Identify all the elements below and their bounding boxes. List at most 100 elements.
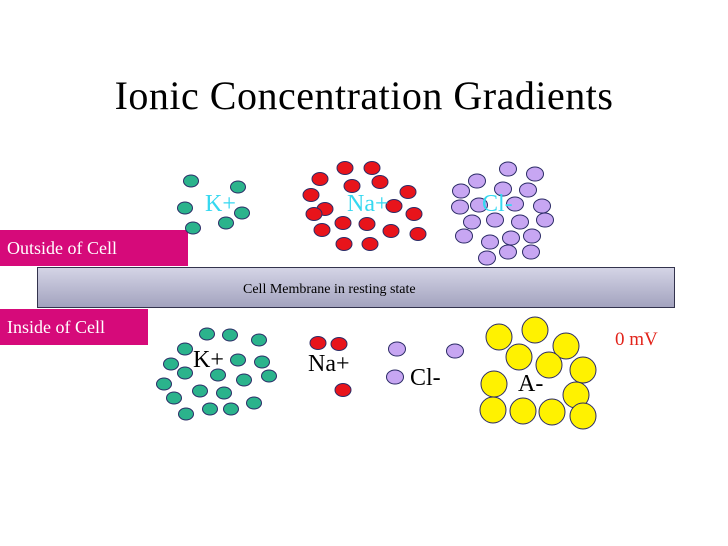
cl-ion — [511, 214, 529, 230]
na-ion — [305, 207, 323, 221]
a-ion — [505, 343, 533, 371]
inside-potassium-ions — [156, 327, 277, 421]
k-ion — [166, 391, 182, 405]
na-ion — [311, 172, 329, 186]
inside-chloride-ions — [386, 341, 464, 385]
k-ion — [230, 180, 246, 194]
cl-ion — [526, 166, 544, 182]
k-ion — [199, 327, 215, 341]
membrane-potential-label: 0 mV — [615, 329, 658, 350]
k-ion — [192, 384, 208, 398]
k-ion — [236, 373, 252, 387]
k-ion — [223, 402, 239, 416]
na-ion — [382, 224, 400, 238]
cl-ion — [506, 196, 524, 212]
a-ion — [535, 351, 563, 379]
cl-ion — [451, 199, 469, 215]
inside-anion-label: A- — [518, 371, 544, 397]
cl-ion — [519, 182, 537, 198]
na-ion — [399, 185, 417, 199]
cl-ion — [388, 341, 406, 357]
k-ion — [185, 221, 201, 235]
cell-membrane — [37, 267, 675, 308]
k-ion — [156, 377, 172, 391]
outside-sodium-ions — [302, 161, 427, 251]
na-ion — [313, 223, 331, 237]
cl-ion — [536, 212, 554, 228]
inside-sodium-label: Na+ — [308, 351, 350, 377]
na-ion — [363, 161, 381, 175]
cl-ion — [486, 212, 504, 228]
k-ion — [261, 369, 277, 383]
k-ion — [178, 407, 194, 421]
outside-of-cell-label: Outside of Cell — [0, 230, 188, 266]
k-ion — [234, 206, 250, 220]
cl-ion — [470, 197, 488, 213]
cl-ion — [499, 244, 517, 260]
cl-ion — [522, 244, 540, 260]
inside-chloride-label: Cl- — [410, 365, 441, 391]
a-ion — [538, 398, 566, 426]
na-ion — [371, 175, 389, 189]
k-ion — [216, 386, 232, 400]
cl-ion — [494, 181, 512, 197]
cl-ion — [499, 161, 517, 177]
cl-ion — [463, 214, 481, 230]
inside-of-cell-label: Inside of Cell — [0, 309, 148, 345]
cl-ion — [468, 173, 486, 189]
page-title: Ionic Concentration Gradients — [114, 73, 614, 118]
cl-ion — [481, 234, 499, 250]
k-ion — [183, 174, 199, 188]
outside-potassium-ions — [177, 174, 250, 235]
a-ion — [552, 332, 580, 360]
a-ion — [569, 356, 597, 384]
outside-potassium-label: K+ — [205, 191, 236, 217]
k-ion — [177, 201, 193, 215]
na-ion — [409, 227, 427, 241]
a-ion — [521, 316, 549, 344]
na-ion — [334, 216, 352, 230]
inside-sodium-ions — [309, 336, 352, 397]
inside-potassium-label: K+ — [193, 347, 224, 373]
k-ion — [177, 366, 193, 380]
na-ion — [405, 207, 423, 221]
na-ion — [358, 217, 376, 231]
na-ion — [335, 237, 353, 251]
na-ion — [330, 337, 348, 351]
a-ion — [569, 402, 597, 430]
na-ion — [309, 336, 327, 350]
outside-chloride-ions — [451, 161, 554, 266]
a-ion — [509, 397, 537, 425]
inside-anion-ions — [479, 316, 597, 430]
cl-ion — [478, 250, 496, 266]
k-ion — [202, 402, 218, 416]
na-ion — [343, 179, 361, 193]
k-ion — [246, 396, 262, 410]
na-ion — [336, 161, 354, 175]
k-ion — [163, 357, 179, 371]
k-ion — [222, 328, 238, 342]
k-ion — [218, 216, 234, 230]
cl-ion — [386, 369, 404, 385]
outside-chloride-label: Cl- — [482, 191, 513, 217]
cl-ion — [533, 198, 551, 214]
a-ion — [480, 370, 508, 398]
cl-ion — [452, 183, 470, 199]
k-ion — [251, 333, 267, 347]
cell-membrane-label: Cell Membrane in resting state — [243, 282, 416, 297]
k-ion — [210, 368, 226, 382]
k-ion — [230, 353, 246, 367]
na-ion — [385, 199, 403, 213]
cl-ion — [446, 343, 464, 359]
na-ion — [361, 237, 379, 251]
a-ion — [485, 323, 513, 351]
k-ion — [254, 355, 270, 369]
a-ion — [479, 396, 507, 424]
na-ion — [302, 188, 320, 202]
cl-ion — [523, 228, 541, 244]
cl-ion — [455, 228, 473, 244]
cl-ion — [502, 230, 520, 246]
k-ion — [177, 342, 193, 356]
outside-sodium-label: Na+ — [347, 191, 389, 217]
